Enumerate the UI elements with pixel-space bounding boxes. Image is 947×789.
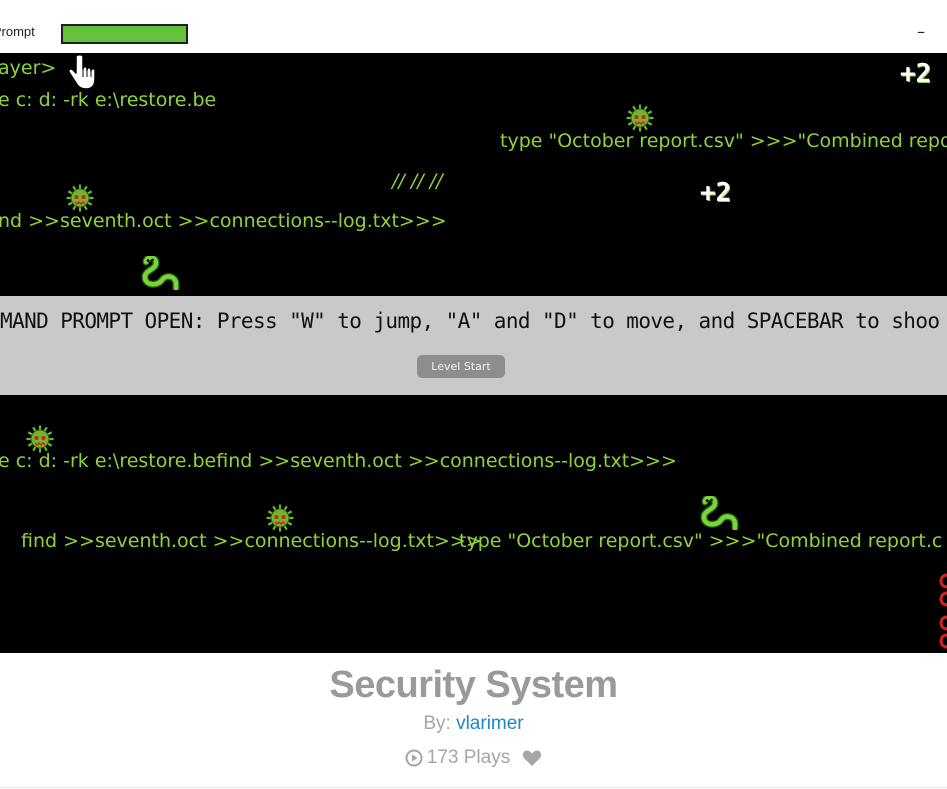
hand-cursor-icon	[68, 55, 96, 90]
by-label: By:	[423, 713, 451, 734]
health-bar-fill	[63, 26, 186, 42]
virus-icon[interactable]	[625, 103, 655, 133]
chain-icon	[939, 573, 947, 649]
window-title: d Prompt	[0, 24, 35, 39]
heart-icon[interactable]	[522, 749, 542, 767]
level-start-button[interactable]: Level Start	[417, 355, 505, 378]
command-line: // // //	[392, 170, 443, 192]
footer-divider	[0, 787, 947, 788]
command-line: type "October report.csv" >>>"Combined r…	[500, 130, 947, 152]
virus-icon[interactable]	[25, 424, 55, 454]
command-line: e c: d: -rk e:\restore.be	[0, 89, 217, 111]
instruction-overlay: MMAND PROMPT OPEN: Press "W" to jump, "A…	[0, 296, 947, 395]
command-line: e c: d: -rk e:\restore.befind >>seventh.…	[0, 450, 677, 472]
command-line: find >>seventh.oct >>connections--log.tx…	[21, 530, 482, 552]
worm-icon[interactable]	[699, 496, 739, 530]
play-stats: 173 Plays	[0, 745, 947, 771]
game-canvas[interactable]: ayer> e c: d: -rk e:\restore.be type "Oc…	[0, 53, 947, 653]
command-line: type "October report.csv" >>>"Combined r…	[459, 530, 943, 552]
score-popup: +2	[900, 59, 932, 89]
minimize-button[interactable]: –	[917, 22, 925, 41]
game-title: Security System	[329, 664, 618, 706]
play-circle-icon	[405, 749, 423, 767]
virus-icon[interactable]	[265, 503, 295, 533]
play-count: 173 Plays	[426, 747, 511, 768]
command-line: nd >>seventh.oct >>connections--log.txt>…	[0, 210, 447, 232]
author-link[interactable]: vlarimer	[456, 713, 524, 734]
command-line: ayer>	[0, 57, 57, 79]
instructions-text: MMAND PROMPT OPEN: Press "W" to jump, "A…	[0, 309, 940, 333]
virus-icon[interactable]	[65, 183, 95, 213]
worm-icon[interactable]	[140, 256, 180, 290]
score-popup: +2	[700, 178, 732, 208]
byline: By: vlarimer	[0, 712, 947, 736]
health-bar	[61, 24, 188, 44]
window-titlebar: d Prompt –	[0, 0, 947, 53]
